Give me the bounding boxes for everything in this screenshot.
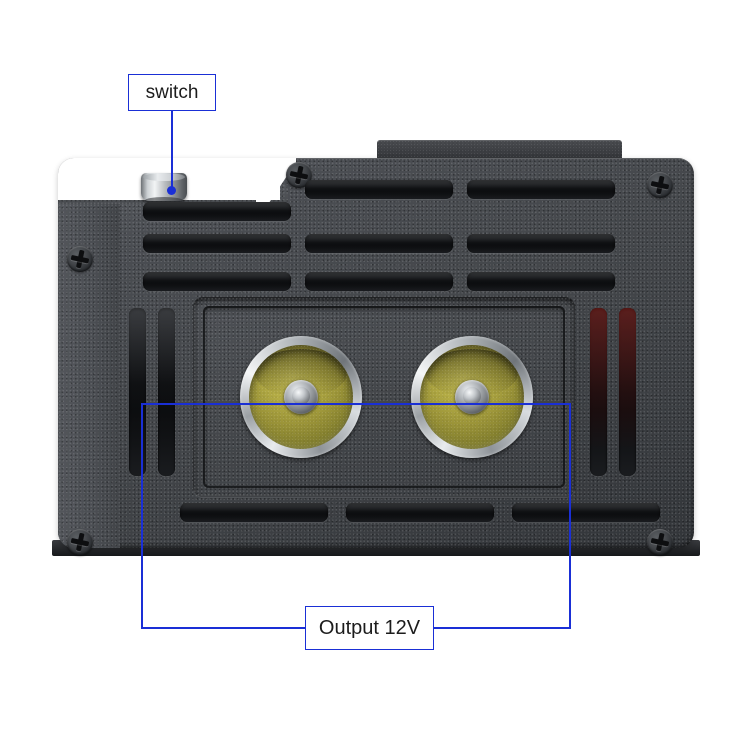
output-socket-panel — [193, 297, 575, 497]
callout-leader-output-left — [141, 403, 143, 629]
callout-leader-output-bottom-right — [433, 627, 571, 629]
vent-slot — [143, 202, 291, 221]
socket-bore — [249, 345, 353, 449]
callout-label-switch-text: switch — [145, 81, 199, 103]
callout-label-switch: switch — [128, 74, 216, 111]
callout-dot-switch — [167, 186, 176, 195]
screw-bottom-left — [67, 529, 93, 555]
vent-slot — [305, 272, 453, 291]
callout-leader-output-right — [569, 403, 571, 629]
callout-label-output-text: Output 12V — [318, 616, 421, 639]
callout-leader-output-top — [141, 403, 571, 405]
vent-slot-vertical — [619, 308, 636, 476]
vent-slot-vertical — [129, 308, 146, 476]
screw-top-right — [647, 172, 673, 198]
device-top-flange — [377, 140, 622, 162]
power-inverter-device — [50, 140, 702, 585]
vent-slot — [305, 180, 453, 199]
vent-slot — [143, 234, 291, 253]
power-switch-button[interactable] — [141, 173, 187, 204]
screw-top-left — [67, 246, 93, 272]
callout-leader-switch — [171, 110, 173, 191]
callout-leader-output-bottom-left — [141, 627, 306, 629]
vent-slot-vertical — [158, 308, 175, 476]
callout-label-output: Output 12V — [305, 606, 434, 650]
socket-12v-right[interactable] — [411, 336, 533, 458]
vent-slot — [512, 503, 660, 522]
vent-slot — [467, 234, 615, 253]
socket-center-pin — [284, 380, 318, 414]
vent-slot — [467, 272, 615, 291]
vent-slot — [180, 503, 328, 522]
vent-slot-vertical — [590, 308, 607, 476]
screw-bottom-right — [647, 529, 673, 555]
vent-slot — [143, 272, 291, 291]
vent-slot — [305, 234, 453, 253]
vent-slot — [346, 503, 494, 522]
socket-center-pin — [455, 380, 489, 414]
socket-12v-left[interactable] — [240, 336, 362, 458]
vent-slot — [467, 180, 615, 199]
